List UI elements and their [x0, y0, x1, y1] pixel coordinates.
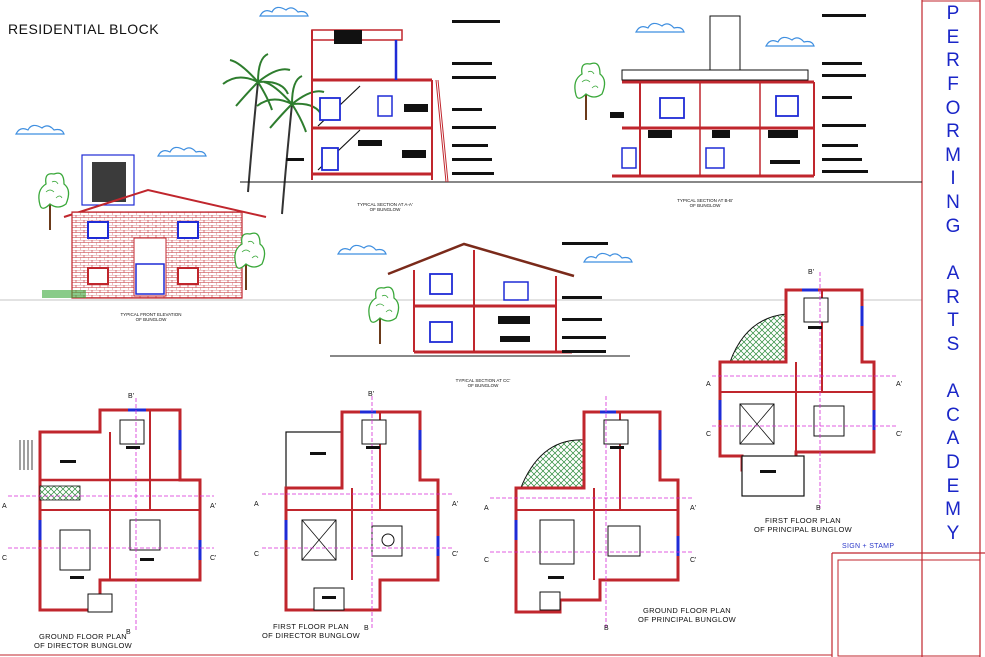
marker-a: A	[254, 501, 259, 508]
marker-b: B	[364, 625, 369, 632]
section-aa	[240, 20, 600, 183]
first-floor-principal-label: FIRST FLOOR PLAN OF PRINCIPAL BUNGLOW	[753, 516, 853, 534]
section-cc-label: TYPICAL SECTION AT CC' OF BUNGLOW	[455, 378, 511, 388]
brand-letter: S	[946, 333, 960, 355]
marker-a-prime: A'	[896, 381, 902, 388]
marker-c: C	[706, 431, 711, 438]
brand-letter: E	[946, 26, 960, 48]
brand-letter: C	[946, 404, 960, 426]
brand-letter: N	[946, 192, 960, 213]
brand-letter: P	[946, 3, 960, 24]
ground-floor-principal-label: GROUND FLOOR PLAN OF PRINCIPAL BUNGLOW	[637, 606, 737, 624]
marker-a-prime: A'	[690, 505, 696, 512]
section-markers: A A' C C' B' B A A' C C' B' B A A' C C' …	[2, 269, 902, 636]
marker-c-prime: C'	[690, 557, 696, 564]
front-elevation	[15, 6, 309, 299]
section-bb	[560, 14, 922, 183]
marker-c: C	[484, 557, 489, 564]
brand-letter: A	[946, 262, 960, 284]
ground-floor-plan-principal	[490, 396, 692, 628]
brand-letter: T	[947, 310, 959, 332]
marker-b: B	[604, 625, 609, 632]
first-floor-director-label: FIRST FLOOR PLAN OF DIRECTOR BUNGLOW	[261, 622, 361, 640]
section-cc	[330, 242, 633, 357]
brand-letter: O	[945, 97, 961, 119]
brand-letter: R	[946, 286, 960, 308]
marker-a-prime: A'	[452, 501, 458, 508]
marker-a: A	[2, 503, 7, 510]
marker-c: C	[2, 555, 7, 562]
brand-letter: A	[946, 428, 960, 450]
brand-letter: I	[950, 168, 956, 190]
brand-letter: R	[946, 50, 960, 72]
front-elevation-label: TYPICAL FRONT ELEVATION OF BUNGLOW	[120, 312, 182, 322]
section-aa-label: TYPICAL SECTION AT A-A' OF BUNGLOW	[357, 202, 413, 212]
brand-letter: F	[947, 73, 959, 95]
marker-b-prime: B'	[128, 393, 134, 400]
ground-floor-director-label: GROUND FLOOR PLAN OF DIRECTOR BUNGLOW	[33, 632, 133, 650]
marker-b-prime: B'	[808, 269, 814, 276]
marker-c-prime: C'	[452, 551, 458, 558]
marker-c: C	[254, 551, 259, 558]
brand-letter: A	[946, 381, 960, 402]
brand-letter: M	[945, 144, 961, 166]
sheet-title: RESIDENTIAL BLOCK	[8, 21, 160, 37]
first-floor-plan-director	[262, 396, 452, 628]
marker-b: B	[816, 505, 821, 512]
brand-letter: M	[945, 499, 961, 521]
marker-a: A	[706, 381, 711, 388]
brand-letter: Y	[946, 522, 960, 544]
section-bb-label: TYPICAL SECTION AT B-B' OF BUNGLOW	[677, 198, 733, 208]
sign-stamp-label: SIGN + STAMP	[842, 543, 895, 550]
ground-floor-plan-director	[8, 398, 214, 630]
marker-a-prime: A'	[210, 503, 216, 510]
marker-c-prime: C'	[210, 555, 216, 562]
marker-b: B	[126, 629, 131, 636]
marker-a: A	[484, 505, 489, 512]
brand-letter: E	[946, 475, 960, 497]
brand-letter: R	[946, 121, 960, 143]
brand-letter: G	[945, 215, 961, 237]
palm-tree-icon	[222, 53, 291, 193]
marker-b-prime: B'	[368, 391, 374, 398]
first-floor-plan-principal	[712, 272, 896, 508]
marker-c-prime: C'	[896, 431, 902, 438]
brand-letter: D	[946, 451, 960, 473]
